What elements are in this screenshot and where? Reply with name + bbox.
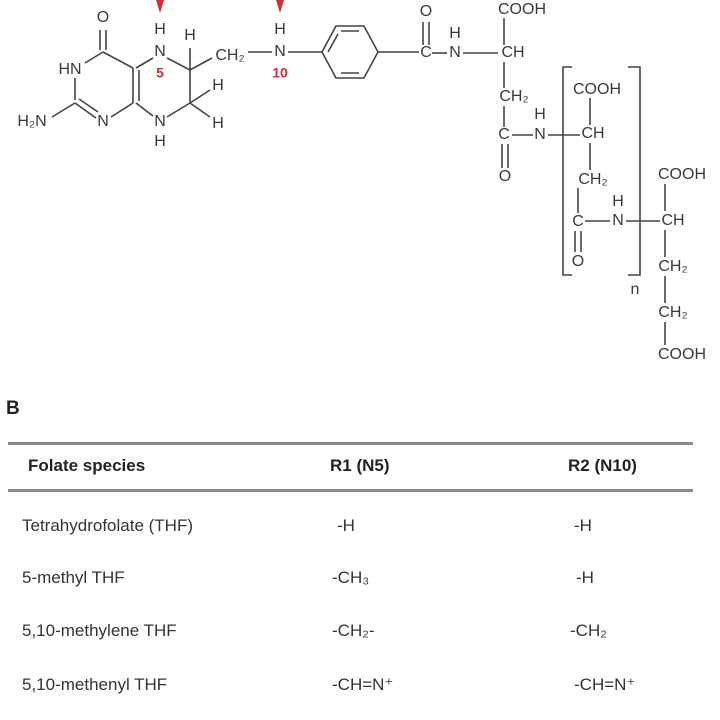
atom-label: O — [97, 9, 109, 26]
table-row-species: 5-methyl THF — [22, 568, 125, 587]
atom-label: O — [572, 253, 584, 270]
atom-label: H — [612, 193, 624, 210]
atom-label: CH — [581, 125, 604, 142]
table-row-species: Tetrahydrofolate (THF) — [22, 516, 193, 535]
atom-label: H₂N — [17, 113, 46, 130]
table-row-r2: -CH₂ — [570, 621, 607, 640]
atom-label: H — [274, 21, 286, 38]
atom-label: H — [212, 77, 224, 94]
table-row-r2: -H — [574, 516, 592, 535]
atom-label: CH₂ — [658, 258, 687, 275]
n5-arrow-icon — [156, 0, 164, 13]
table-top-rule — [8, 442, 693, 445]
table-row-r2: -CH=N⁺ — [574, 675, 636, 694]
atom-label: CH — [501, 44, 524, 61]
atom-label: H — [154, 133, 166, 150]
atom-label: CH₂ — [578, 171, 607, 188]
atom-label: COOH — [658, 346, 706, 363]
atom-label: N — [534, 126, 546, 143]
header-folate-species: Folate species — [28, 456, 146, 475]
atom-label: H — [449, 25, 461, 42]
atom-number-label: 10 — [272, 65, 288, 81]
table-row-r1: -CH=N⁺ — [332, 675, 394, 694]
atom-label: CH — [661, 212, 684, 229]
atom-label: CH₂ — [215, 47, 244, 64]
atom-label: N — [97, 113, 109, 130]
atom-label: CH₂ — [658, 304, 687, 321]
atom-label: n — [631, 281, 640, 298]
table-header-rule — [8, 489, 693, 492]
atom-label: N — [154, 113, 166, 130]
table-row-r1: -CH₂- — [332, 621, 375, 640]
atom-label: H — [154, 21, 166, 38]
atom-label: H — [212, 115, 224, 132]
atom-label: N — [449, 44, 461, 61]
atom-label: N — [274, 43, 286, 60]
table-row-species: 5,10-methenyl THF — [22, 675, 168, 694]
atom-label: N — [612, 212, 624, 229]
atom-number-label: 5 — [156, 65, 164, 81]
table-row-r1: -CH₃ — [332, 568, 370, 587]
header-r2: R2 (N10) — [568, 456, 637, 475]
n10-arrow-icon — [276, 0, 284, 13]
atom-label: C — [420, 44, 432, 61]
table-row-r1: -H — [337, 516, 355, 535]
table-row-species: 5,10-methylene THF — [22, 621, 177, 640]
atom-label: COOH — [658, 166, 706, 183]
header-r1: R1 (N5) — [330, 456, 390, 475]
atom-label: CH₂ — [499, 88, 528, 105]
bonds — [51, 18, 666, 345]
atom-label: HN — [58, 61, 81, 78]
atom-label: H — [534, 106, 546, 123]
atom-label: N — [154, 43, 166, 60]
table-row-r2: -H — [576, 568, 594, 587]
atom-label: C — [498, 126, 510, 143]
atom-label: O — [499, 168, 511, 185]
atom-label: H — [184, 27, 196, 44]
atom-label: O — [420, 3, 432, 20]
panel-b-label: B — [6, 398, 20, 419]
atom-label: C — [572, 213, 584, 230]
atom-label: COOH — [498, 1, 546, 18]
atom-label: COOH — [573, 81, 621, 98]
